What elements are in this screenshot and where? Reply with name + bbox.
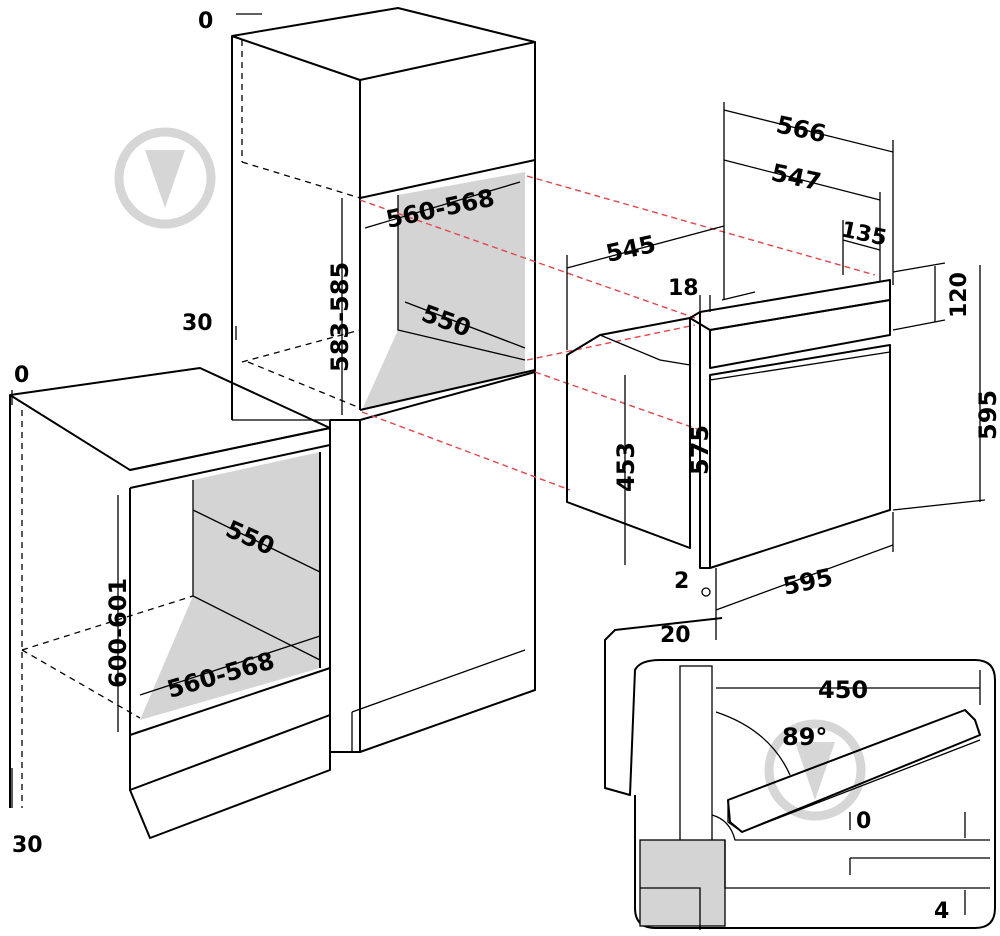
- tall-niche-floor: [362, 330, 525, 410]
- dim-label-door-thickness: 20: [660, 623, 691, 648]
- dim-label-niche-height-tall: 583-585: [326, 262, 354, 372]
- dim-label-panel-depth: 135: [839, 217, 889, 251]
- dimension-lines: [11, 13, 986, 808]
- dim-label-oven-depth-body: 547: [769, 158, 824, 196]
- dim-label-base-side: 30: [12, 833, 43, 858]
- dim-label-door-angle: 89°: [782, 723, 827, 751]
- base-niche-floor: [140, 596, 320, 720]
- dim-label-door-gap-bottom: 4: [934, 899, 949, 924]
- dim-label-front-height: 575: [686, 425, 714, 475]
- dim-label-oven-width: 595: [780, 563, 835, 601]
- dim-label-door-open-depth: 450: [818, 676, 868, 704]
- tall-cabinet: [231, 7, 536, 753]
- dim-label-body-height: 453: [612, 442, 640, 492]
- oven: [566, 279, 891, 569]
- alignment-guides: [359, 175, 876, 491]
- dim-label-bottom-gap: 2: [674, 569, 689, 594]
- dim-label-niche-height-base: 600-601: [104, 578, 132, 688]
- dim-label-tall-side: 30: [182, 311, 213, 336]
- tall-niche-back-wall: [398, 172, 525, 360]
- dim-label-panel-height: 120: [947, 272, 972, 318]
- base-niche-back-wall: [193, 452, 320, 660]
- watermark-logo-detail: [764, 719, 866, 821]
- door-detail-callout: [604, 617, 996, 930]
- base-cabinet: [9, 367, 331, 839]
- dim-label-front-offset: 18: [668, 276, 699, 301]
- dim-label-door-gap-top: 0: [856, 809, 871, 834]
- dim-label-oven-depth-total: 566: [774, 110, 829, 148]
- dim-label-top-gap-tall: 0: [198, 9, 213, 34]
- watermark-logo-top: [114, 127, 216, 229]
- dim-label-base-gap: 0: [14, 363, 29, 388]
- dim-label-oven-width-depth: 545: [603, 230, 658, 268]
- dim-label-oven-height: 595: [974, 390, 1000, 440]
